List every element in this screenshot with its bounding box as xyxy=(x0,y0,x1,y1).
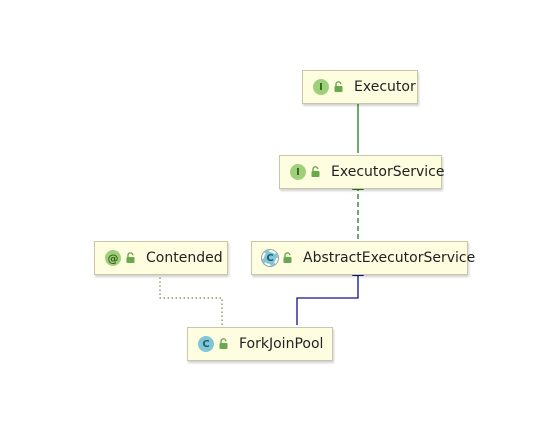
edge-forkjoinpool-extends-abstract xyxy=(296,265,364,325)
node-label-executor-service: ExecutorService xyxy=(331,164,445,180)
lock-open-icon xyxy=(219,338,228,349)
node-label-contended: Contended xyxy=(146,250,223,266)
node-contended[interactable]: @ Contended xyxy=(94,241,228,275)
annotation-icon: @ xyxy=(105,250,121,266)
node-label-executor: Executor xyxy=(354,79,416,95)
node-fork-join-pool[interactable]: C ForkJoinPool xyxy=(187,327,333,361)
node-label-fork-join-pool: ForkJoinPool xyxy=(239,336,324,352)
lock-open-icon xyxy=(311,166,320,177)
node-executor[interactable]: I Executor xyxy=(302,70,418,104)
edge-forkjoinpool-annotated-contended xyxy=(159,276,223,325)
lock-open-icon xyxy=(334,81,343,92)
node-label-abstract-executor-service: AbstractExecutorService xyxy=(303,250,476,266)
node-executor-service[interactable]: I ExecutorService xyxy=(279,155,445,189)
interface-icon: I xyxy=(313,79,329,95)
interface-icon: I xyxy=(290,164,306,180)
lock-open-icon xyxy=(283,252,292,263)
node-abstract-executor-service[interactable]: C AbstractExecutorService xyxy=(251,241,475,275)
abstract-class-icon: C xyxy=(261,249,279,267)
class-icon: C xyxy=(198,336,214,352)
lock-open-icon xyxy=(126,252,135,263)
